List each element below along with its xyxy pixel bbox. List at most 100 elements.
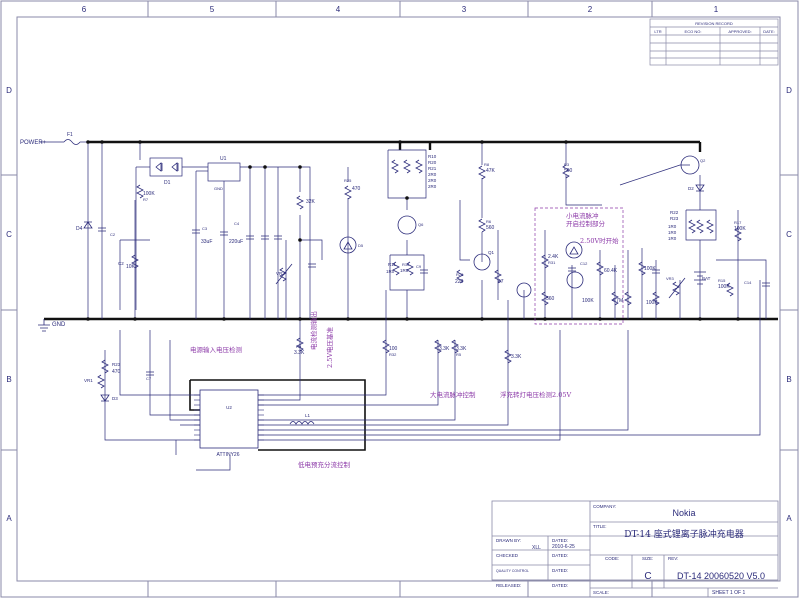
- label-r20v: 2R0: [428, 178, 437, 183]
- size-label: SIZE:: [642, 556, 653, 561]
- col-label: 2: [588, 5, 593, 14]
- label-r8v: 47K: [486, 168, 496, 174]
- label-r25: R25: [344, 178, 352, 183]
- col-label: 4: [336, 5, 341, 14]
- company-label: COMPANY:: [593, 504, 616, 509]
- label-r11: R11: [388, 262, 396, 267]
- note-25v-ref: 2.5V电压基准: [325, 326, 334, 368]
- label-r3k3b: 3.3K: [511, 354, 522, 360]
- frame-column-labels: 6 5 4 3 2 1: [82, 5, 719, 14]
- note-float-detect: 浮充转灯电压检测2.05V: [500, 390, 571, 399]
- label-c7: C7: [146, 376, 152, 381]
- label-r10: R10: [428, 154, 437, 159]
- label-r32: R32: [389, 352, 397, 357]
- note-current-detect: 电流检测输出: [309, 311, 318, 350]
- label-r47: 47: [498, 279, 504, 285]
- code-label: CODE:: [605, 556, 619, 561]
- label-r5: R5: [456, 352, 462, 357]
- label-r9: R9: [296, 344, 302, 349]
- col-label: 1: [714, 5, 719, 14]
- label-c14: C14: [744, 280, 752, 285]
- drawing-title: DT-14 座式锂离子脉冲充电器: [624, 528, 743, 540]
- label-r9v: 3.3K: [294, 350, 305, 356]
- label-c9: C9: [416, 264, 422, 269]
- label-32k: 32K: [306, 199, 316, 205]
- quality-label: QUALITY CONTROL: [496, 569, 529, 573]
- row-label: A: [786, 514, 792, 523]
- label-r22v: 1R0: [668, 224, 677, 229]
- label-r14: 100K: [646, 300, 658, 306]
- label-c3: C3: [202, 226, 208, 231]
- label-c2: C2: [118, 261, 124, 266]
- drawn-by-label: DRAWN BY:: [496, 538, 521, 543]
- row-label: B: [6, 375, 11, 384]
- label-r11v: 1R0: [386, 269, 395, 274]
- revision-header: LTR: [654, 29, 661, 34]
- label-vr3: VR3: [666, 276, 675, 281]
- label-r26v: 220: [455, 279, 464, 285]
- drawn-by: XLL: [532, 545, 541, 551]
- released-dated-label: DATED:: [552, 583, 568, 588]
- note-250v: 2.50V时开始: [580, 236, 619, 245]
- small-pulse-region: [534, 207, 624, 325]
- label-d5: D5: [358, 243, 364, 248]
- released-label: RELEASED:: [496, 583, 521, 588]
- label-r47m: 4.7M: [612, 298, 623, 304]
- label-d2: D2: [688, 186, 694, 191]
- label-r16: R16: [402, 262, 410, 267]
- revision-block: REVISION RECORD LTR ECO NO: APPROVED: DA…: [649, 18, 779, 66]
- label-u1: U1: [220, 156, 227, 162]
- annotations: 小电流脉冲 开启控制部分 2.50V时开始 电源输入电压检测 电流检测输出 2.…: [190, 211, 619, 469]
- row-label: C: [6, 230, 12, 239]
- component-symbols: [38, 155, 770, 425]
- revision-header: ECO NO:: [685, 29, 702, 34]
- label-r10v: 2R0: [428, 172, 437, 177]
- title-block: COMPANY: Nokia TITLE: DT-14 座式锂离子脉冲充电器 D…: [491, 500, 779, 597]
- u2-chip: U2 ATTINY26: [194, 389, 264, 458]
- label-10k: 10K: [126, 264, 136, 270]
- label-d4: D4: [76, 226, 83, 232]
- label-r31: R31: [548, 260, 556, 265]
- label-c4: C4: [234, 221, 240, 226]
- label-q6: Q6: [418, 222, 424, 227]
- label-c4v: 220uF: [229, 239, 243, 245]
- label-r21v: 2R0: [428, 184, 437, 189]
- note-small-pulse: 小电流脉冲: [566, 211, 599, 220]
- label-c3v: 33uF: [201, 239, 212, 245]
- company-name: Nokia: [672, 508, 695, 518]
- label-vr2: VR2: [276, 271, 285, 276]
- label-r23b: R23: [112, 362, 121, 367]
- label-r3v: 560: [564, 168, 573, 174]
- label-l1: L1: [305, 413, 311, 418]
- label-r22: R22: [670, 210, 679, 215]
- label-r20: R20: [428, 160, 437, 165]
- rev-label: REV:: [668, 556, 678, 561]
- checked-dated-label: DATED:: [552, 553, 568, 558]
- revision-title: REVISION RECORD: [695, 21, 733, 26]
- power-rail: [88, 140, 702, 152]
- frame-row-labels: D C B A D C B A: [6, 86, 792, 523]
- label-r7v: 100K: [143, 191, 155, 197]
- note-small-pulse-2: 开启控制部分: [566, 219, 606, 228]
- label-c12: C12: [580, 261, 588, 266]
- label-f1: F1: [67, 132, 73, 138]
- label-q2: Q2: [700, 158, 706, 163]
- u2-part: ATTINY26: [217, 452, 240, 458]
- label-r8: R8: [484, 162, 490, 167]
- note-big-pulse: 大电流脉冲控制: [430, 390, 476, 399]
- title-label: TITLE:: [593, 524, 607, 529]
- revision-header: DATE:: [763, 29, 774, 34]
- label-r23bv: 470: [112, 369, 121, 375]
- label-r3k3a: 3.3K: [439, 346, 450, 352]
- row-label: D: [6, 86, 12, 95]
- u2-ref: U2: [226, 405, 232, 410]
- label-r560: 560: [546, 296, 555, 302]
- label-r6v: 560: [486, 225, 495, 231]
- row-label: D: [786, 86, 792, 95]
- row-label: B: [786, 375, 791, 384]
- col-label: 3: [462, 5, 467, 14]
- label-r17: R17: [734, 220, 742, 225]
- label-r23v: 1R0: [668, 230, 677, 235]
- label-d1: D1: [164, 180, 171, 186]
- label-d3: D3: [112, 396, 118, 401]
